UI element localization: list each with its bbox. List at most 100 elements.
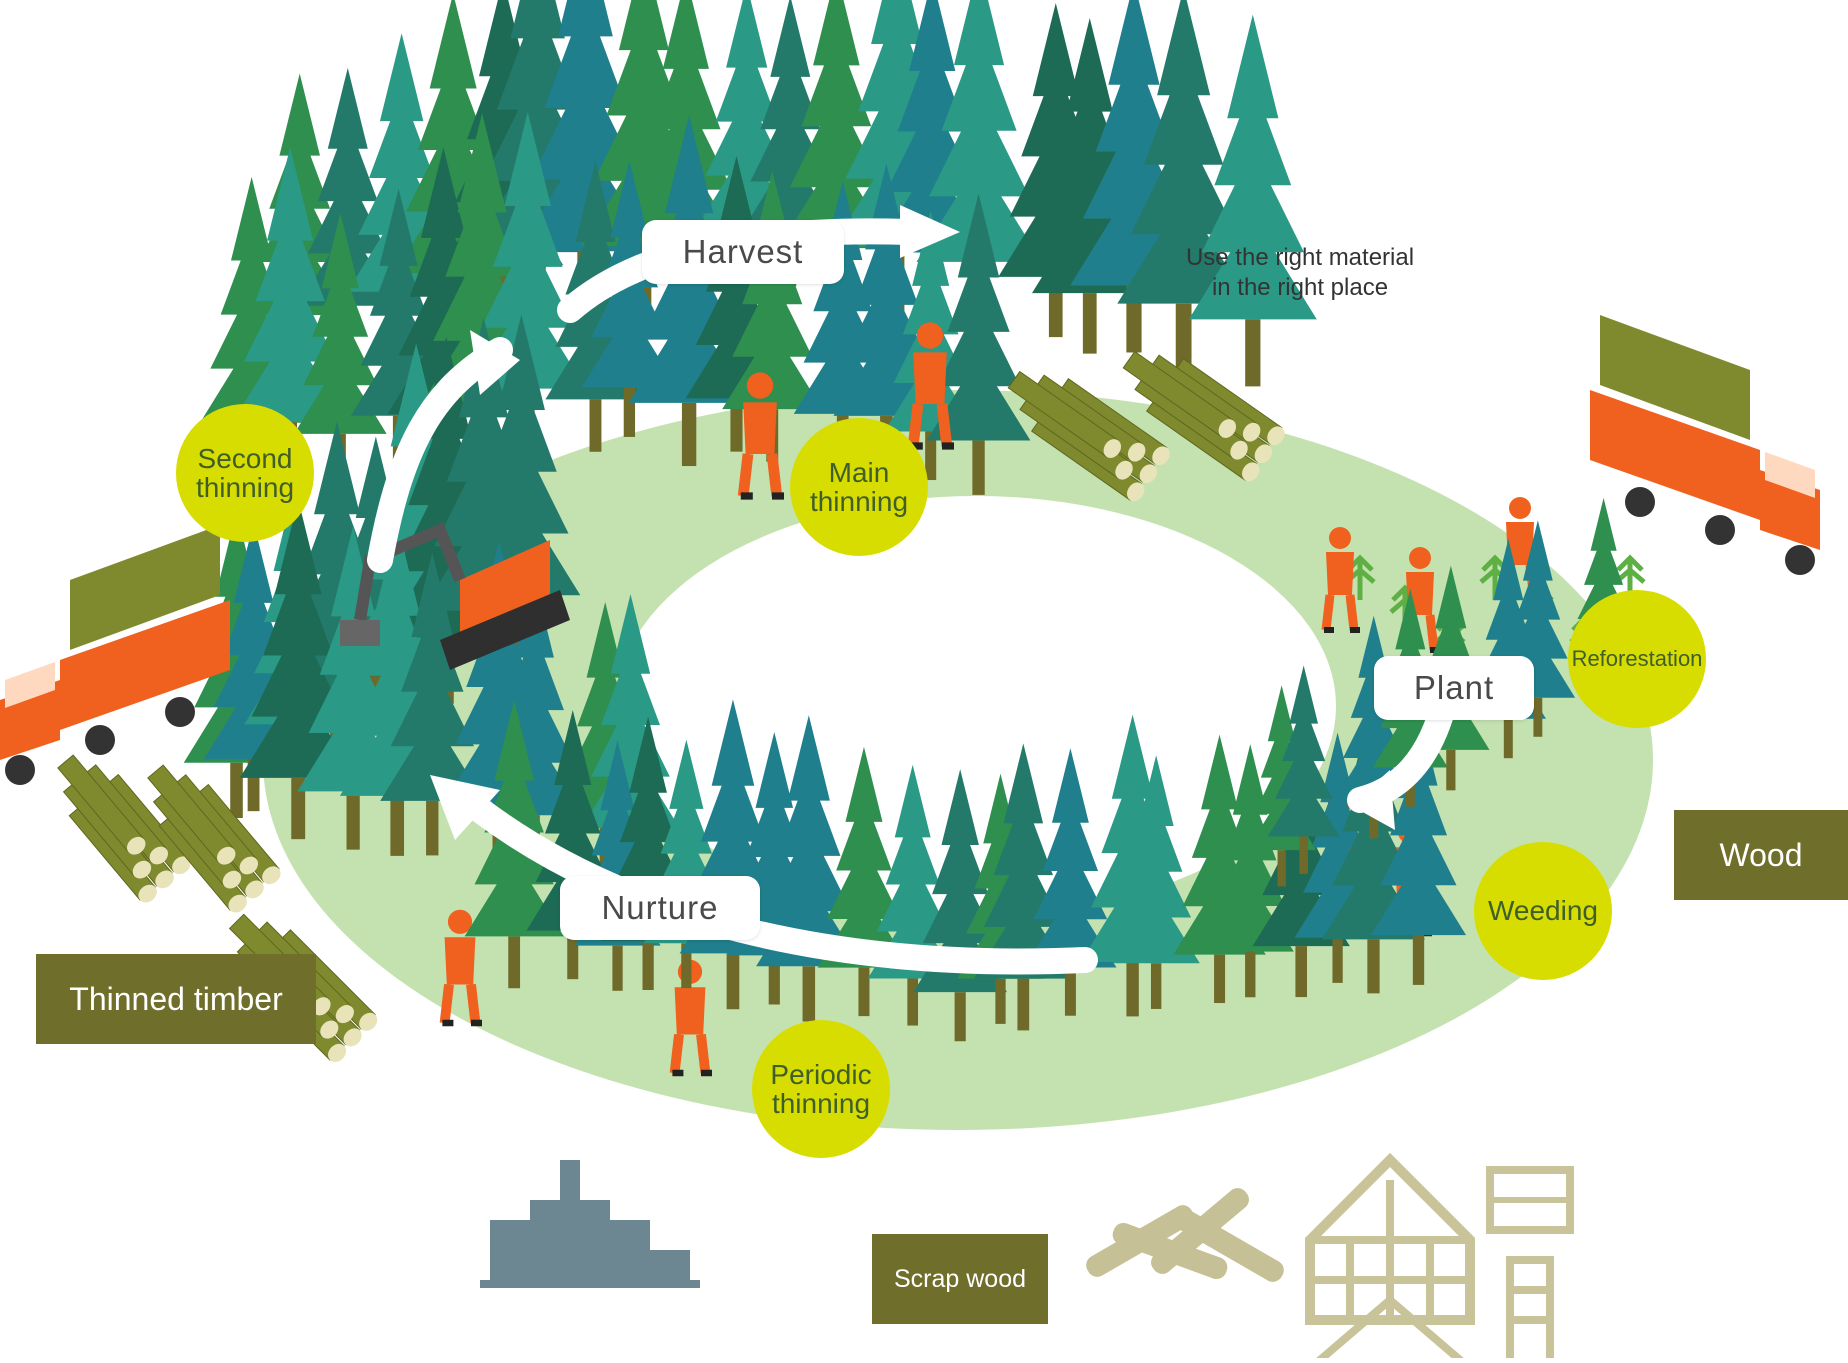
tree-crown bbox=[1267, 665, 1340, 837]
tree-trunk bbox=[858, 967, 870, 1017]
tree-trunk bbox=[726, 953, 740, 1010]
scrap-wood-icon bbox=[1086, 1188, 1284, 1282]
tree-trunk bbox=[1245, 319, 1261, 387]
tree-trunk bbox=[1214, 954, 1226, 1004]
tree-trunk bbox=[589, 399, 602, 452]
tree-trunk bbox=[972, 440, 985, 495]
tree-trunk bbox=[1150, 963, 1162, 1009]
log-pile-icon bbox=[1007, 370, 1170, 502]
tree-trunk bbox=[1064, 967, 1076, 1016]
main-thinning-circle: Main thinning bbox=[790, 418, 928, 556]
tree-trunk bbox=[247, 759, 260, 812]
tree-icon bbox=[1112, 755, 1200, 1009]
tree-trunk bbox=[346, 791, 360, 850]
tree-trunk bbox=[1082, 293, 1097, 354]
tree-trunk bbox=[1367, 939, 1380, 994]
right-material-note: Use the right material in the right plac… bbox=[1185, 244, 1415, 301]
stage-harvest-label: Harvest bbox=[642, 220, 844, 284]
tree-trunk bbox=[612, 945, 623, 991]
log-pile-icon bbox=[147, 764, 281, 913]
tree-crown bbox=[1188, 14, 1317, 320]
tree-crown bbox=[778, 0, 895, 249]
log-pile-icon bbox=[1122, 350, 1285, 482]
tree-icon bbox=[1500, 520, 1576, 737]
tree-icon bbox=[1024, 748, 1117, 1016]
tree-trunk bbox=[642, 940, 654, 990]
tree-crown bbox=[517, 0, 654, 252]
weeding-circle: Weeding bbox=[1474, 842, 1612, 980]
tree-crown bbox=[1024, 748, 1117, 968]
tree-icon bbox=[926, 193, 1031, 495]
tree-trunk bbox=[567, 930, 579, 980]
tree-crown bbox=[1370, 708, 1467, 936]
reforestation-circle: Reforestation bbox=[1568, 590, 1706, 728]
arrow-icon bbox=[430, 775, 1098, 975]
tree-trunk bbox=[291, 777, 306, 840]
log-pile-icon bbox=[57, 754, 191, 903]
tree-crown bbox=[294, 213, 387, 434]
tree-icon bbox=[1370, 708, 1467, 985]
tree-trunk bbox=[681, 402, 697, 467]
tree-trunk bbox=[954, 992, 966, 1042]
tree-trunk bbox=[1332, 937, 1343, 983]
tree-trunk bbox=[1017, 978, 1030, 1031]
stage-plant-label: Plant bbox=[1374, 656, 1534, 720]
tree-trunk bbox=[907, 978, 919, 1026]
tree-trunk bbox=[623, 387, 636, 437]
truck-icon bbox=[1590, 315, 1820, 575]
tree-trunk bbox=[681, 943, 692, 989]
tree-trunk bbox=[925, 431, 937, 481]
scrap-wood-box: Scrap wood bbox=[872, 1234, 1048, 1324]
tree-trunk bbox=[1299, 836, 1308, 874]
tree-crown bbox=[916, 0, 1042, 262]
tree-crown bbox=[926, 193, 1031, 441]
tree-crown bbox=[628, 0, 744, 251]
tree-trunk bbox=[230, 762, 243, 819]
furniture-icon bbox=[1486, 1166, 1574, 1363]
tree-crown bbox=[581, 0, 707, 247]
wood-box: Wood bbox=[1674, 810, 1848, 900]
factory-icon bbox=[480, 1160, 700, 1288]
tree-crown bbox=[469, 112, 586, 389]
excavator-icon bbox=[340, 522, 570, 670]
house-frame-icon bbox=[1305, 1152, 1475, 1363]
tree-trunk bbox=[390, 795, 405, 856]
tree-trunk bbox=[1245, 951, 1256, 998]
tree-crown bbox=[469, 0, 606, 253]
tree-crown bbox=[1500, 520, 1576, 698]
tree-icon bbox=[1267, 665, 1340, 874]
tree-trunk bbox=[508, 936, 521, 989]
tree-crown bbox=[297, 67, 398, 306]
worker-icon bbox=[439, 909, 483, 1027]
tree-trunk bbox=[426, 800, 439, 856]
tree-trunk bbox=[1533, 697, 1543, 737]
tree-icon bbox=[973, 743, 1073, 1031]
tree-crown bbox=[232, 147, 348, 423]
worker-icon bbox=[907, 322, 955, 450]
tree-trunk bbox=[1503, 718, 1513, 759]
worker-icon bbox=[1321, 527, 1360, 633]
tree-trunk bbox=[768, 955, 780, 1005]
stage-nurture-label: Nurture bbox=[560, 876, 760, 940]
second-thinning-circle: Second thinning bbox=[176, 404, 314, 542]
tree-trunk bbox=[995, 978, 1006, 1024]
tree-crown bbox=[832, 0, 962, 246]
thinned-timber-box: Thinned timber bbox=[36, 954, 316, 1044]
tree-crown bbox=[1112, 755, 1200, 964]
tree-crown bbox=[462, 314, 581, 596]
periodic-thinning-circle: Periodic thinning bbox=[752, 1020, 890, 1158]
tree-trunk bbox=[802, 966, 816, 1022]
tree-trunk bbox=[1446, 749, 1456, 791]
tree-icon bbox=[1188, 14, 1317, 387]
tree-trunk bbox=[1277, 850, 1286, 887]
tree-trunk bbox=[730, 398, 743, 452]
truck-icon bbox=[0, 525, 230, 785]
tree-trunk bbox=[1175, 303, 1192, 374]
tree-trunk bbox=[1126, 961, 1139, 1017]
tree-crown bbox=[973, 743, 1073, 979]
worker-icon bbox=[737, 372, 785, 500]
tree-trunk bbox=[1295, 946, 1308, 998]
tree-crown bbox=[722, 170, 823, 410]
